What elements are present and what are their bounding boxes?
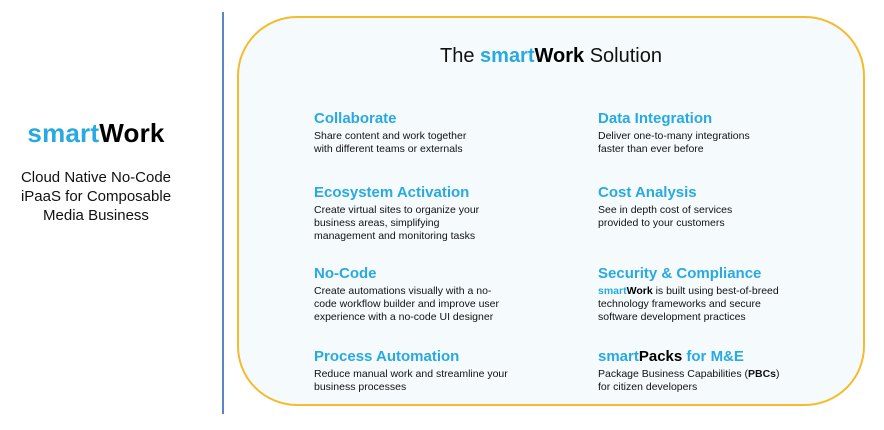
- desc-bold: PBCs: [748, 368, 777, 380]
- title-suffix: Solution: [584, 45, 662, 67]
- desc-line: business areas, simplifying: [314, 217, 440, 229]
- desc-text: ): [776, 368, 780, 380]
- desc-text: Package Business Capabilities (: [598, 368, 748, 380]
- feature-title: Data Integration: [598, 110, 713, 127]
- feature-description: Reduce manual work and streamline your b…: [314, 368, 544, 394]
- desc-line: Deliver one-to-many integrations: [598, 130, 750, 142]
- desc-line: Create virtual sites to organize your: [314, 204, 480, 216]
- feature-description: Share content and work together with dif…: [314, 130, 544, 156]
- inline-smart: smart: [598, 285, 627, 297]
- desc-line: technology frameworks and secure: [598, 298, 761, 310]
- feature-title: Ecosystem Activation: [314, 184, 470, 201]
- smartwork-logo: smartWork: [0, 118, 192, 148]
- desc-line: with different teams or externals: [314, 143, 463, 155]
- title-rest: for M&E: [682, 348, 744, 365]
- feature-title: smartPacks for M&E: [598, 348, 828, 366]
- desc-line: software development practices: [598, 311, 746, 323]
- desc-line: management and monitoring tasks: [314, 230, 476, 242]
- desc-line: for citizen developers: [598, 381, 698, 393]
- feature-title: Process Automation: [314, 348, 460, 365]
- title-prefix: The: [440, 45, 481, 67]
- desc-line: provided to your customers: [598, 217, 725, 229]
- feature-smartpacks: smartPacks for M&E Package Business Capa…: [598, 348, 828, 394]
- feature-ecosystem-activation: Ecosystem Activation Create virtual site…: [314, 184, 544, 243]
- vertical-divider: [222, 12, 224, 414]
- logo-smart: smart: [27, 118, 100, 148]
- desc-line: Create automations visually with a no-: [314, 285, 492, 297]
- feature-data-integration: Data Integration Deliver one-to-many int…: [598, 110, 828, 156]
- feature-title: Collaborate: [314, 110, 397, 127]
- feature-description: See in depth cost of services provided t…: [598, 204, 828, 230]
- desc-line: smartWork is built using best-of-breed: [598, 285, 828, 298]
- logo-work: Work: [99, 118, 165, 148]
- title-smart: smart: [598, 348, 639, 365]
- desc-line: Share content and work together: [314, 130, 467, 142]
- desc-line: faster than ever before: [598, 143, 704, 155]
- feature-title: No-Code: [314, 265, 377, 282]
- feature-collaborate: Collaborate Share content and work toget…: [314, 110, 544, 156]
- solution-panel: The smartWork Solution Collaborate Share…: [237, 16, 865, 406]
- desc-line: experience with a no-code UI designer: [314, 311, 494, 323]
- feature-title: Cost Analysis: [598, 184, 697, 201]
- tagline-line: Cloud Native No-Code: [20, 169, 172, 186]
- title-packs: Packs: [638, 348, 683, 365]
- desc-line: business processes: [314, 381, 407, 393]
- brand-tagline: Cloud Native No-Code iPaaS for Composabl…: [0, 168, 192, 225]
- feature-description: Create virtual sites to organize your bu…: [314, 204, 544, 243]
- feature-description: Deliver one-to-many integrations faster …: [598, 130, 828, 156]
- feature-no-code: No-Code Create automations visually with…: [314, 265, 544, 324]
- inline-work: Work: [626, 285, 653, 297]
- tagline-line: Media Business: [43, 207, 149, 224]
- panel-title: The smartWork Solution: [239, 44, 863, 68]
- desc-text: is built using best-of-breed: [652, 285, 779, 297]
- desc-line: Package Business Capabilities (PBCs): [598, 368, 828, 381]
- title-smart: smart: [480, 45, 535, 67]
- feature-process-automation: Process Automation Reduce manual work an…: [314, 348, 544, 394]
- desc-line: See in depth cost of services: [598, 204, 733, 216]
- feature-description: Package Business Capabilities (PBCs) for…: [598, 368, 828, 394]
- tagline-line: iPaaS for Composable: [20, 188, 172, 205]
- desc-line: code workflow builder and improve user: [314, 298, 500, 310]
- brand-block: smartWork Cloud Native No-Code iPaaS for…: [0, 118, 192, 225]
- feature-security-compliance: Security & Compliance smartWork is built…: [598, 265, 828, 324]
- feature-description: Create automations visually with a no- c…: [314, 285, 544, 324]
- feature-cost-analysis: Cost Analysis See in depth cost of servi…: [598, 184, 828, 230]
- desc-line: Reduce manual work and streamline your: [314, 368, 508, 380]
- feature-title: Security & Compliance: [598, 265, 762, 282]
- feature-description: smartWork is built using best-of-breed t…: [598, 285, 828, 324]
- title-work: Work: [534, 45, 585, 67]
